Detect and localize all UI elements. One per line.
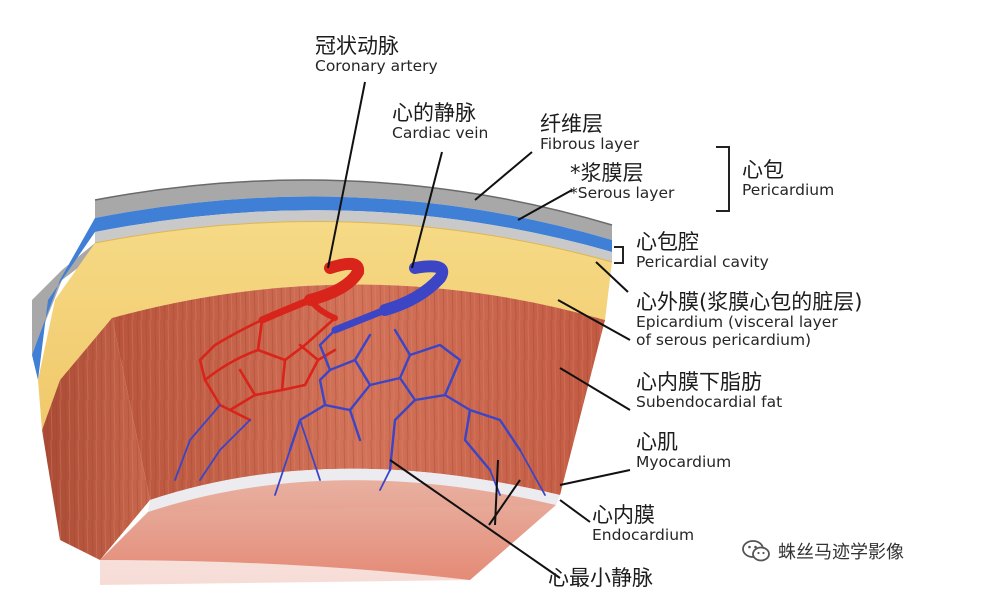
watermark: 蛛丝马迹学影像 — [742, 538, 904, 564]
wechat-icon — [742, 540, 770, 562]
label-en-line2: of serous pericardium) — [636, 330, 812, 349]
label-serous-layer: *浆膜层 *Serous layer — [570, 161, 674, 203]
label-en: Pericardium — [742, 181, 835, 200]
watermark-text: 蛛丝马迹学影像 — [778, 542, 904, 563]
endocardium-layer — [148, 468, 560, 512]
label-subendocardial-fat: 心内膜下脂肪 Subendocardial fat — [636, 370, 782, 412]
label-en: Pericardial cavity — [636, 253, 769, 272]
label-en: Cardiac vein — [392, 124, 489, 143]
label-zh: 纤维层 — [540, 112, 603, 136]
label-zh: *浆膜层 — [570, 161, 644, 185]
label-zh: 心肌 — [636, 430, 678, 454]
subendocardial-fat-layer — [38, 221, 612, 430]
label-zh: 心内膜下脂肪 — [636, 370, 762, 394]
label-epicardium: 心外膜(浆膜心包的脏层) Epicardium (visceral layer … — [636, 290, 862, 350]
label-zh: 冠状动脉 — [315, 34, 399, 58]
pericardial-cavity-bracket — [614, 246, 624, 264]
label-en: Myocardium — [636, 453, 732, 472]
label-zh: 心包 — [742, 158, 784, 182]
label-zh: 心外膜(浆膜心包的脏层) — [636, 290, 863, 314]
serous-layer — [95, 196, 612, 252]
label-en: Endocardium — [592, 526, 695, 545]
label-fibrous-layer: 纤维层 Fibrous layer — [540, 112, 639, 154]
cardiac-vein-network — [174, 260, 546, 496]
label-coronary-artery: 冠状动脉 Coronary artery — [315, 34, 438, 76]
label-cardiac-vein: 心的静脉 Cardiac vein — [392, 101, 488, 143]
label-endocardium: 心内膜 Endocardium — [592, 503, 694, 545]
label-myocardium: 心肌 Myocardium — [636, 430, 731, 472]
label-pericardial-cavity: 心包腔 Pericardial cavity — [636, 230, 769, 272]
pericardial-cavity — [95, 210, 612, 262]
label-pericardium: 心包 Pericardium — [742, 158, 834, 200]
label-zh: 心包腔 — [636, 230, 699, 254]
pericardium-bracket — [716, 146, 730, 212]
label-en: Coronary artery — [315, 57, 438, 76]
label-zh: 心最小静脉 — [548, 566, 653, 590]
label-en: Fibrous layer — [540, 135, 640, 154]
label-en-line1: Epicardium (visceral layer — [636, 313, 838, 332]
label-smallest-cardiac-veins: 心最小静脉 — [548, 566, 653, 590]
label-en: *Serous layer — [570, 184, 675, 203]
label-en: Subendocardial fat — [636, 393, 783, 412]
label-zh: 心的静脉 — [392, 101, 476, 125]
label-zh: 心内膜 — [592, 503, 655, 527]
